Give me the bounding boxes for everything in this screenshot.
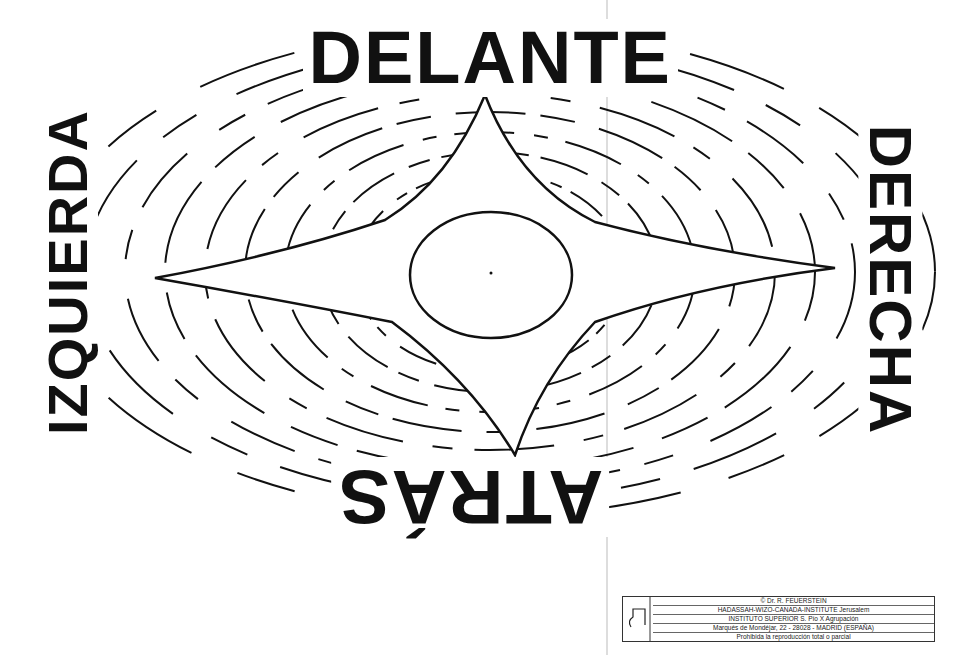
dashed-rings bbox=[45, 28, 935, 516]
copyright-line: HADASSAH-WIZO-CANADA-INSTITUTE Jerusalem bbox=[653, 606, 934, 615]
copyright-line: INSTITUTO SUPERIOR S. Pío X Agrupación bbox=[653, 615, 934, 624]
center-dot bbox=[490, 272, 493, 275]
center-circle bbox=[410, 212, 572, 338]
right-label: DERECHA bbox=[858, 119, 922, 442]
compass-star bbox=[155, 95, 835, 455]
fold-line bbox=[607, 0, 608, 655]
copyright-line: Prohibida la reproducción total o parcia… bbox=[653, 633, 934, 641]
publisher-logo bbox=[623, 597, 651, 641]
copyright-line: © Dr. R. FEUERSTEIN bbox=[653, 597, 934, 606]
back-label: ATRÁS bbox=[331, 457, 609, 537]
copyright-line: Marqués de Mondéjar, 22 - 28028 - MADRID… bbox=[653, 624, 934, 633]
front-label: DELANTE bbox=[303, 19, 678, 97]
copyright-box: © Dr. R. FEUERSTEINHADASSAH-WIZO-CANADA-… bbox=[622, 596, 935, 642]
left-label: IZQUIERDA bbox=[38, 103, 98, 441]
